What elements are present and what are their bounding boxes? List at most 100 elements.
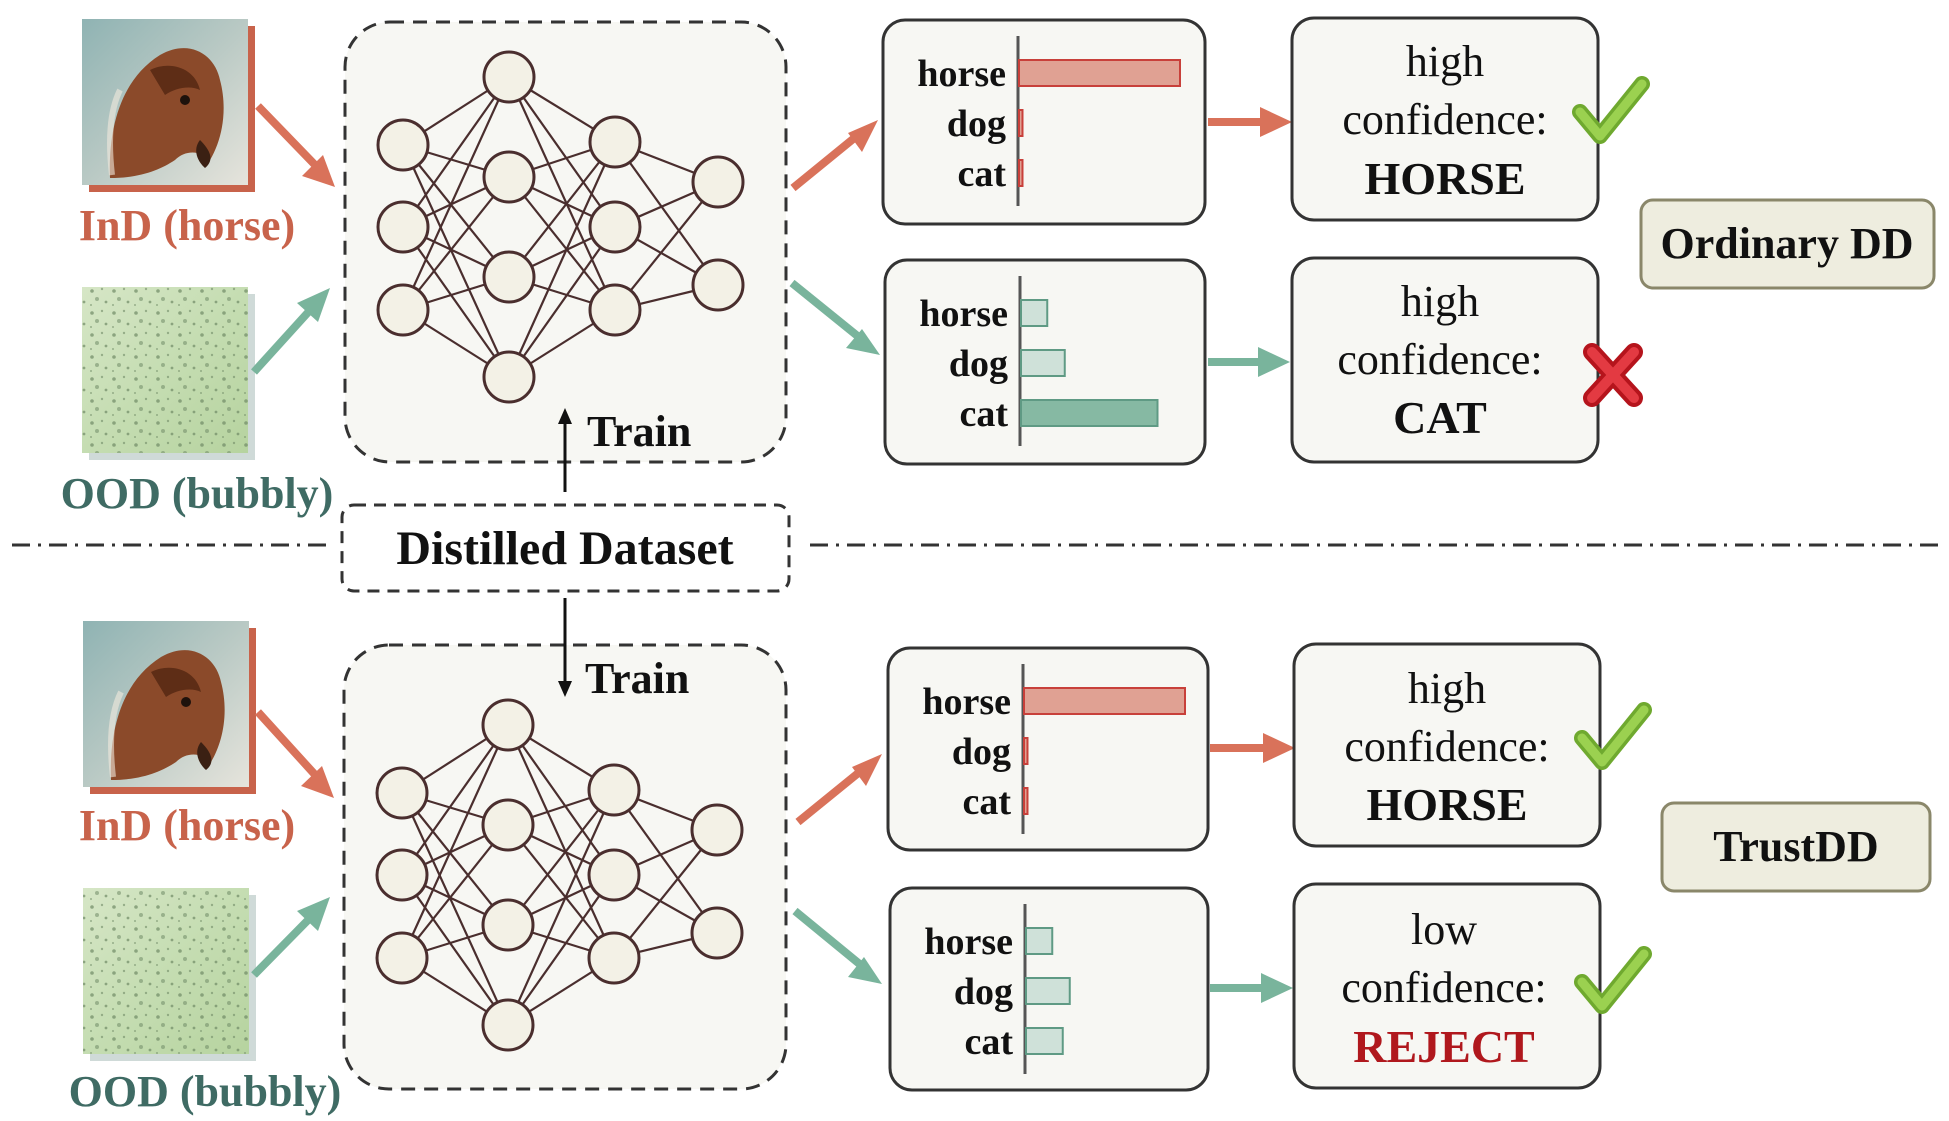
class-label-horse: horse	[922, 681, 1011, 723]
verdict-ind-bottom: HORSE	[1366, 779, 1527, 830]
prob-bar-dog	[1023, 737, 1029, 765]
network-edge	[508, 226, 616, 378]
class-label-cat: cat	[957, 153, 1006, 195]
ind-output-arrow-bottom	[795, 754, 882, 826]
network-edge	[614, 181, 719, 311]
network-node	[481, 798, 535, 852]
network-edge	[400, 792, 510, 1026]
ood-label-bottom: OOD (bubbly)	[69, 1067, 342, 1116]
verdict-box-ood-bottom	[1292, 882, 1602, 1090]
prob-bars-ind-bottom: horse dog cat	[922, 664, 1186, 834]
network-node	[375, 766, 429, 820]
network-node	[481, 998, 535, 1052]
verdict-ood-bottom: REJECT	[1353, 1021, 1534, 1072]
verdict-line2-ood-bottom: confidence:	[1341, 963, 1546, 1012]
prediction-box-ind-bottom	[886, 646, 1210, 852]
network-node	[375, 931, 429, 985]
neural-network-bottom	[375, 698, 744, 1052]
train-label-bottom: Train	[585, 654, 689, 703]
ind-verdict-arrow-bottom	[1210, 733, 1295, 763]
network-node	[376, 200, 430, 254]
class-label-cat: cat	[964, 1021, 1013, 1063]
network-node	[481, 698, 535, 752]
ind-label-bottom: InD (horse)	[79, 801, 295, 850]
train-arrow-up	[558, 408, 572, 492]
prob-bar-cat	[1025, 1027, 1064, 1055]
prob-bars-ind-top: horse dog cat	[917, 36, 1181, 206]
network-edge	[508, 176, 616, 311]
network-edge	[400, 724, 510, 959]
prob-bar-dog	[1020, 349, 1066, 377]
tag-ordinary-dd	[1639, 198, 1936, 290]
horse-image	[83, 621, 256, 794]
ind-arrow-top	[255, 103, 335, 187]
verdict-ood-top: CAT	[1393, 392, 1487, 443]
network-node	[690, 803, 744, 857]
ood-verdict-arrow-top	[1208, 347, 1290, 377]
class-label-cat: cat	[962, 781, 1011, 823]
network-edge	[506, 724, 616, 959]
network-node	[482, 350, 536, 404]
network-edge	[402, 176, 510, 311]
ind-label-top: InD (horse)	[79, 201, 295, 250]
class-label-horse: horse	[924, 921, 1013, 963]
network-node	[587, 763, 641, 817]
train-arrow-down	[558, 598, 572, 697]
verdict-line2-ood-top: confidence:	[1337, 335, 1542, 384]
class-label-horse: horse	[917, 53, 1006, 95]
network-node	[481, 898, 535, 952]
network-node	[482, 250, 536, 304]
network-box-bottom	[342, 643, 788, 1091]
network-node	[691, 155, 745, 209]
network-node	[375, 848, 429, 902]
tag-ordinary-dd-label: Ordinary DD	[1661, 219, 1914, 268]
verdict-line1-ood-bottom: low	[1411, 905, 1477, 954]
network-node	[587, 848, 641, 902]
class-label-dog: dog	[954, 971, 1013, 1013]
bottom-section: InD (horse) OOD (bubbly) Train	[69, 598, 1932, 1116]
network-edge	[614, 141, 719, 286]
distilled-dataset-label: Distilled Dataset	[396, 522, 733, 575]
verdict-ind-top: HORSE	[1364, 153, 1525, 204]
check-icon	[1574, 946, 1652, 1014]
top-section: InD (horse) OOD (bubbly) Train	[61, 16, 1936, 518]
neural-network-top	[376, 50, 745, 404]
prob-bars-ood-bottom: horse dog cat	[924, 904, 1071, 1074]
prob-bar-dog	[1025, 977, 1071, 1005]
network-edge	[401, 874, 509, 1026]
prob-bar-horse	[1018, 59, 1181, 87]
ood-label-top: OOD (bubbly)	[61, 469, 334, 518]
prob-bar-cat	[1018, 159, 1024, 187]
ood-output-arrow-bottom	[792, 907, 882, 984]
network-node	[376, 283, 430, 337]
ood-arrow-top	[251, 288, 330, 375]
verdict-box-ind-bottom	[1292, 642, 1602, 848]
distilled-dataset-box	[340, 503, 791, 593]
network-node	[482, 150, 536, 204]
network-edge	[613, 789, 718, 934]
verdict-line2-ind-bottom: confidence:	[1344, 722, 1549, 771]
ood-verdict-arrow-bottom	[1210, 973, 1293, 1003]
network-edge	[401, 724, 509, 876]
network-node	[691, 258, 745, 312]
network-edge	[401, 824, 509, 959]
bubbly-texture-image	[82, 287, 255, 460]
tag-trustdd-label: TrustDD	[1713, 822, 1878, 871]
cross-icon	[1583, 343, 1643, 407]
network-edge	[507, 789, 615, 926]
network-edge	[401, 144, 511, 378]
network-node	[588, 115, 642, 169]
horse-image	[82, 19, 255, 192]
ind-arrow-bottom	[255, 709, 334, 798]
class-label-dog: dog	[947, 103, 1006, 145]
prob-bar-horse	[1025, 927, 1054, 955]
bubbly-texture-image	[83, 888, 256, 1061]
prob-bar-dog	[1018, 109, 1024, 137]
network-edge	[507, 824, 615, 959]
network-edge	[402, 226, 510, 378]
check-icon	[1572, 76, 1650, 144]
network-edge	[613, 829, 718, 959]
class-label-dog: dog	[952, 731, 1011, 773]
prob-bar-horse	[1023, 687, 1186, 715]
check-icon	[1574, 702, 1652, 770]
